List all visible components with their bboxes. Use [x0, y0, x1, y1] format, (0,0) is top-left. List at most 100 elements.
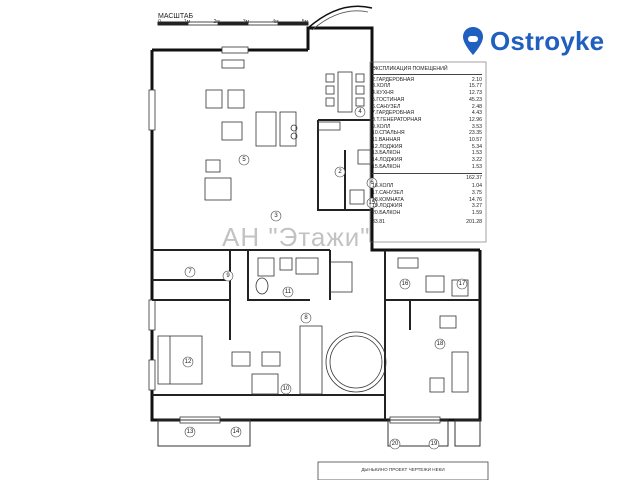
room-number: 7	[188, 269, 192, 275]
room-labels	[182, 106, 468, 450]
interior-walls	[152, 119, 480, 420]
legend-subtotal: 162.37	[372, 172, 482, 182]
room-name: 9.ХОЛЛ	[372, 123, 391, 130]
room-name: 13.БАЛКОН	[372, 150, 401, 157]
room-number: 16	[402, 281, 409, 287]
legend-row: 9.ХОЛЛ 3.53	[372, 124, 482, 131]
legend-rows: 2.ГАРДЕРОБНАЯ 2.10 3.ХОЛЛ 15.77 4.КУХНЯ 12.73…	[372, 77, 482, 171]
scale-bar	[157, 21, 309, 26]
legend-row: 14.ЛОДЖИЯ 3.22	[372, 157, 482, 164]
legend-row: 7.ГАРДЕРОБНАЯ 4.43	[372, 110, 482, 117]
subtotal-value: 162.37	[466, 174, 482, 181]
agency-watermark: АН "Этажи"	[222, 222, 371, 252]
room-name: 11.ВАННАЯ	[372, 137, 401, 144]
legend-row: 2.ГАРДЕРОБНАЯ 2.10	[372, 77, 482, 84]
legend-row: 10.СПАЛЬНЯ 23.35	[372, 130, 482, 137]
room-number: 15	[369, 200, 376, 206]
legend-row: 11.ВАННАЯ 10.57	[372, 137, 482, 144]
room-area: 45.23	[469, 96, 482, 103]
room-name: 20.БАЛКОН	[372, 210, 401, 217]
bedroom-furniture	[157, 325, 387, 395]
room-name: 3.ХОЛЛ	[372, 83, 391, 90]
room-number: 8	[304, 315, 308, 321]
legend-header: ЭКСПЛИКАЦИЯ ПОМЕЩЕНИЙ	[372, 66, 482, 75]
scale-tick: 4м	[272, 19, 279, 25]
room-area: 1.53	[471, 163, 482, 170]
room-name: 14.ЛОДЖИЯ	[372, 157, 403, 164]
kitchen	[317, 121, 373, 205]
legend-row: 6.САНУЗЕЛ 2.48	[372, 104, 482, 111]
room-number: 9	[226, 273, 230, 279]
room-number: 17	[459, 281, 466, 287]
room-area: 12.96	[469, 116, 482, 123]
outer-walls	[150, 26, 482, 422]
room-number: 14	[233, 429, 240, 435]
brand-name: Ostroyke	[490, 25, 605, 56]
scale-tick: 3м	[242, 19, 250, 25]
room-name: 17.САНУЗЕЛ	[372, 189, 404, 196]
room-number: 2	[338, 169, 342, 175]
balconies	[157, 419, 481, 447]
stamp-line: ДЫНЬКИНО ПРОЕКТ ЧЕРТЕЖИ НЕКИ	[361, 467, 445, 472]
right-wing-furniture	[397, 257, 469, 393]
legend-row: 8.Т.ГЕНЕРАТОРНАЯ 12.96	[372, 117, 482, 124]
bath-fixtures	[255, 257, 353, 295]
room-number: 20	[392, 441, 399, 447]
scale-tick: 5м	[301, 19, 308, 25]
room-area: 23.35	[469, 130, 482, 137]
room-name: 7.ГАРДЕРОБНАЯ	[372, 110, 415, 117]
room-number: 13	[187, 429, 194, 435]
room-area: 1.04	[471, 183, 482, 190]
room-area: 3.22	[471, 157, 482, 164]
subtotal2-value: 33.81	[372, 218, 385, 225]
room-area: 15.77	[469, 83, 482, 90]
living-furniture	[204, 59, 298, 201]
room-name: 6.САНУЗЕЛ	[372, 103, 401, 110]
legend-row: 4.КУХНЯ 12.73	[372, 90, 482, 97]
room-area: 10.57	[469, 137, 482, 144]
room-name: 18.КОМНАТА	[372, 196, 404, 203]
room-name: 12.ЛОДЖИЯ	[372, 143, 403, 150]
room-area: 5.34	[471, 143, 482, 150]
room-name: 4.КУХНЯ	[372, 90, 394, 97]
room-number: 6	[370, 180, 374, 186]
room-area: 12.73	[469, 90, 482, 97]
room-number: 18	[437, 341, 444, 347]
room-name: 2.ГАРДЕРОБНАЯ	[372, 76, 415, 83]
room-area: 1.53	[471, 150, 482, 157]
room-area: 2.48	[471, 103, 482, 110]
room-name: 16.ХОЛЛ	[372, 183, 394, 190]
legend-row: 16.ХОЛЛ 1.04	[372, 183, 482, 190]
title-block	[317, 461, 489, 480]
room-name: 8.Т.ГЕНЕРАТОРНАЯ	[372, 116, 422, 123]
scale-tick: 2м	[213, 19, 220, 25]
room-area: 4.43	[471, 110, 482, 117]
room-area: 3.27	[471, 203, 482, 210]
room-number: 12	[185, 359, 192, 365]
room-area: 2.10	[471, 76, 482, 83]
room-number: 11	[285, 289, 292, 295]
legend-row: 3.ХОЛЛ 15.77	[372, 83, 482, 90]
room-name: 10.СПАЛЬНЯ	[372, 130, 405, 137]
brand-logo[interactable]: Ostroyke	[462, 24, 604, 58]
legend-totals: 33.81 201.28	[372, 219, 482, 226]
room-number: 3	[274, 213, 278, 219]
legend-row: 12.ЛОДЖИЯ 5.34	[372, 144, 482, 151]
room-number: 4	[358, 109, 362, 115]
location-pin-icon	[463, 27, 483, 55]
room-number: 19	[431, 441, 438, 447]
scale-title: МАСШТАБ	[158, 13, 194, 20]
room-area: 3.53	[471, 123, 482, 130]
dining-set	[325, 71, 365, 113]
room-number: 5	[242, 157, 246, 163]
room-name: 5.ГОСТИНАЯ	[372, 96, 405, 103]
grand-total-value: 201.28	[466, 218, 482, 225]
